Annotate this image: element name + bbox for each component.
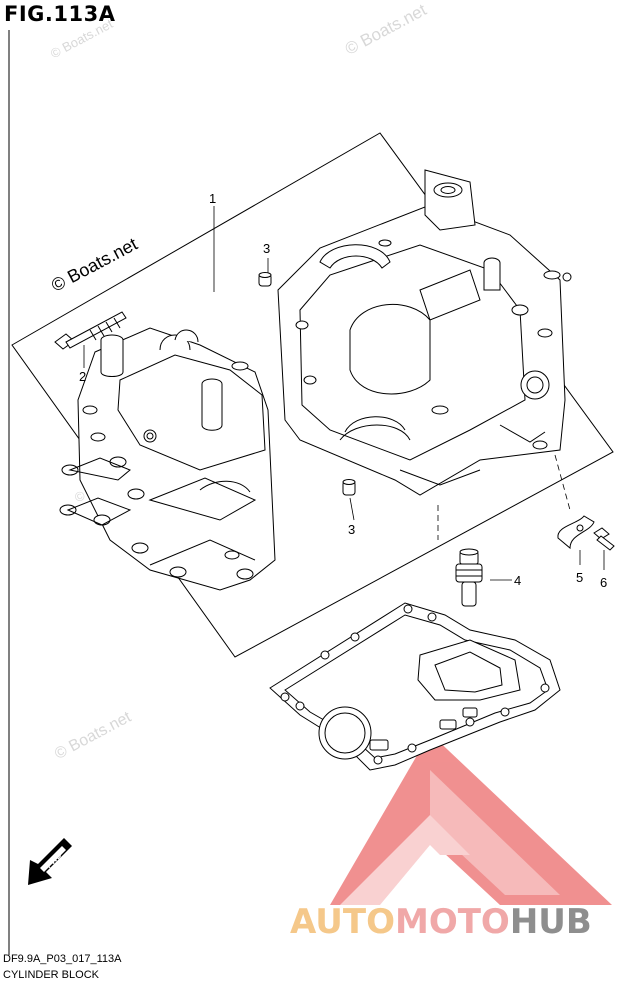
callout-6: 6 bbox=[600, 575, 608, 590]
sensor-part bbox=[455, 548, 483, 607]
callout-3-top: 3 bbox=[263, 241, 271, 256]
dowel-pin bbox=[258, 272, 356, 496]
callout-1: 1 bbox=[209, 191, 217, 206]
gasket-part bbox=[269, 602, 561, 771]
logo-part-hub: HUB bbox=[509, 902, 592, 942]
logo-part-auto: AUTO bbox=[290, 902, 395, 942]
callout-2: 2 bbox=[79, 369, 87, 384]
logo-part-moto: MOTO bbox=[394, 902, 510, 942]
figure-name: CYLINDER BLOCK bbox=[3, 969, 99, 981]
callout-3-bottom: 3 bbox=[348, 522, 356, 537]
screw-part bbox=[593, 527, 615, 551]
cylinder-block-left bbox=[59, 327, 276, 591]
fwd-arrow-icon: FWD bbox=[28, 838, 72, 885]
callout-5: 5 bbox=[576, 570, 584, 585]
logo-mark bbox=[330, 733, 612, 905]
logo-text: AUTOMOTOHUB bbox=[290, 902, 592, 942]
cylinder-block-right bbox=[277, 169, 572, 496]
figure-title: FIG.113A bbox=[4, 2, 116, 26]
figure-code: DF9.9A_P03_017_113A bbox=[3, 953, 122, 965]
callout-4: 4 bbox=[514, 573, 522, 588]
bolt-part bbox=[54, 311, 127, 350]
bracket-part bbox=[557, 515, 595, 550]
